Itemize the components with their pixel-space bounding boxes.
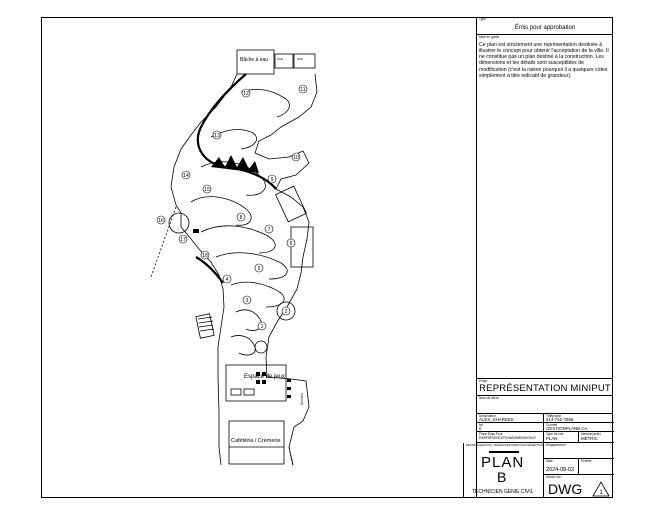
hatched-bridge	[275, 185, 307, 223]
tb-client-cell: Nom du client	[477, 396, 613, 414]
tb-web-cell: Courriel GESTIONPLANB.CA	[544, 423, 614, 432]
hole-number-4: 4	[222, 274, 232, 284]
label-cafeteria: Cafétéria / Crémerie	[231, 438, 281, 444]
svg-text:18: 18	[202, 253, 208, 259]
hole-path-h	[235, 309, 262, 331]
svg-text:11: 11	[300, 87, 305, 93]
svg-text:10: 10	[293, 155, 299, 161]
water-tank-building	[236, 49, 275, 75]
tb-phone-cell: Téléphone 514-742-7866	[544, 414, 614, 423]
hole-path-b	[210, 129, 257, 150]
svg-text:15: 15	[204, 187, 210, 193]
tb-date-cell: Date 2024-08-02	[544, 459, 579, 475]
label-bache: Bâche à eau	[240, 57, 268, 63]
tb-type-cell: Type Émis pour approbation	[477, 17, 613, 35]
play-area-inner-2	[243, 388, 255, 396]
label-accueil: Accueil	[300, 393, 304, 405]
tb-logo-cell: DESSINS/GESTION_TRAVAUX/ESTIMATION/CONCE…	[463, 443, 544, 498]
tb-scale-cell: Échelle	[579, 459, 614, 475]
hole-number-5: 5	[254, 263, 264, 273]
svg-text:1: 1	[599, 490, 603, 496]
hole-number-9: 9	[267, 174, 277, 184]
tb-type-value: Émis pour approbation	[514, 25, 576, 31]
svg-text:13: 13	[214, 133, 220, 139]
svg-text:7: 7	[268, 227, 271, 233]
right-structure	[290, 226, 314, 268]
svg-text:12: 12	[243, 91, 249, 97]
stairs	[195, 313, 215, 339]
site-plan-drawing: 1 2 3 4 5 6 7 8 9 10 11 12 13 14 15 16 1…	[41, 17, 476, 498]
tb-view-type-cell: Type de vue PLAN	[544, 432, 579, 443]
hole-number-10: 10	[291, 152, 301, 162]
course-right-outline	[254, 73, 318, 466]
label-small-box-1: RUE	[277, 57, 283, 61]
tb-emplacement-cell: Emplacement	[544, 443, 614, 459]
svg-text:5: 5	[258, 266, 261, 272]
main-walkway	[196, 73, 277, 190]
drawing-sheet-border	[41, 17, 613, 498]
svg-text:1: 1	[261, 324, 264, 330]
hole-number-13: 13	[212, 130, 222, 140]
logo-b: B	[497, 469, 508, 485]
hole-number-18: 18	[200, 250, 210, 260]
hole-number-11: 11	[298, 84, 308, 94]
circle-feature-2	[276, 301, 296, 321]
hole-number-15: 15	[202, 184, 212, 194]
rock-feature	[211, 155, 259, 173]
circle-feature-1	[168, 212, 190, 234]
hole-path-i	[230, 335, 256, 356]
tb-project-cell: Projet REPRÉSENTATION MINIPUT	[477, 379, 613, 396]
tb-drawing-no: DWG	[548, 481, 583, 497]
small-building-2	[293, 53, 316, 69]
tb-notes-text: Ce plan est strictement une représentati…	[479, 42, 609, 79]
play-area-building	[225, 364, 287, 402]
svg-text:4: 4	[226, 277, 229, 283]
logo-subtitle: TECHNICIEN GÉNIE CIVIL	[472, 489, 534, 495]
svg-text:9: 9	[271, 177, 274, 183]
circle-feature-3	[254, 340, 268, 354]
svg-text:14: 14	[183, 173, 189, 179]
svg-text:3: 3	[246, 298, 249, 304]
course-left-outline	[170, 73, 238, 466]
small-building-1	[274, 53, 294, 69]
hole-path-f	[215, 252, 288, 280]
hole-number-8: 8	[236, 212, 246, 222]
hole-number-6: 6	[286, 238, 296, 248]
play-area-inner-1	[230, 388, 242, 396]
hole-number-2: 2	[281, 306, 291, 316]
hole-path-g	[230, 281, 285, 308]
hole-path-e	[200, 225, 276, 254]
tb-project-value: REPRÉSENTATION MINIPUT	[479, 383, 611, 394]
svg-text:16: 16	[158, 218, 164, 224]
tb-plans-cell: Plans Émis Pour REPRÉSENTATION/DIMENSION…	[477, 432, 544, 443]
hole-number-17: 17	[178, 234, 188, 244]
title-block: Type Émis pour approbation Mise en garde…	[463, 17, 614, 498]
secondary-walkway	[195, 256, 224, 284]
tb-notes-cell: Mise en garde Ce plan est strictement un…	[477, 35, 613, 379]
cafeteria-building	[228, 420, 285, 465]
tb-tech-cell: Dessinateur ALEX_SHAREEK	[477, 414, 544, 423]
logo-plan: PLAN	[481, 454, 525, 471]
tb-drawing-no-cell: Dessin No. DWG 1	[544, 475, 614, 498]
site-plan-svg: 1 2 3 4 5 6 7 8 9 10 11 12 13 14 15 16 1…	[150, 49, 318, 468]
revision-triangle-icon: 1	[592, 481, 610, 497]
hole-number-14: 14	[181, 170, 191, 180]
svg-text:8: 8	[240, 215, 243, 221]
hole-number-3: 3	[242, 295, 252, 305]
hole-number-16: 16	[156, 215, 166, 225]
tb-units-cell: Mesure(unité) MÉTRIC	[579, 432, 614, 443]
hole-number-1: 1	[257, 321, 267, 331]
svg-text:6: 6	[290, 241, 293, 247]
svg-text:2: 2	[285, 309, 288, 315]
label-espace-jeux: Espace de jeux	[244, 374, 285, 380]
hole-path-a	[240, 88, 290, 118]
logo-bar	[489, 451, 519, 453]
hole-path-d	[190, 196, 252, 226]
svg-text:17: 17	[180, 237, 186, 243]
hole-number-12: 12	[241, 88, 251, 98]
dashed-boundary-left	[150, 206, 177, 278]
tb-addr-cell: No 0	[477, 423, 544, 432]
label-small-box-2: RUE	[297, 57, 303, 61]
hole-number-7: 7	[264, 224, 274, 234]
